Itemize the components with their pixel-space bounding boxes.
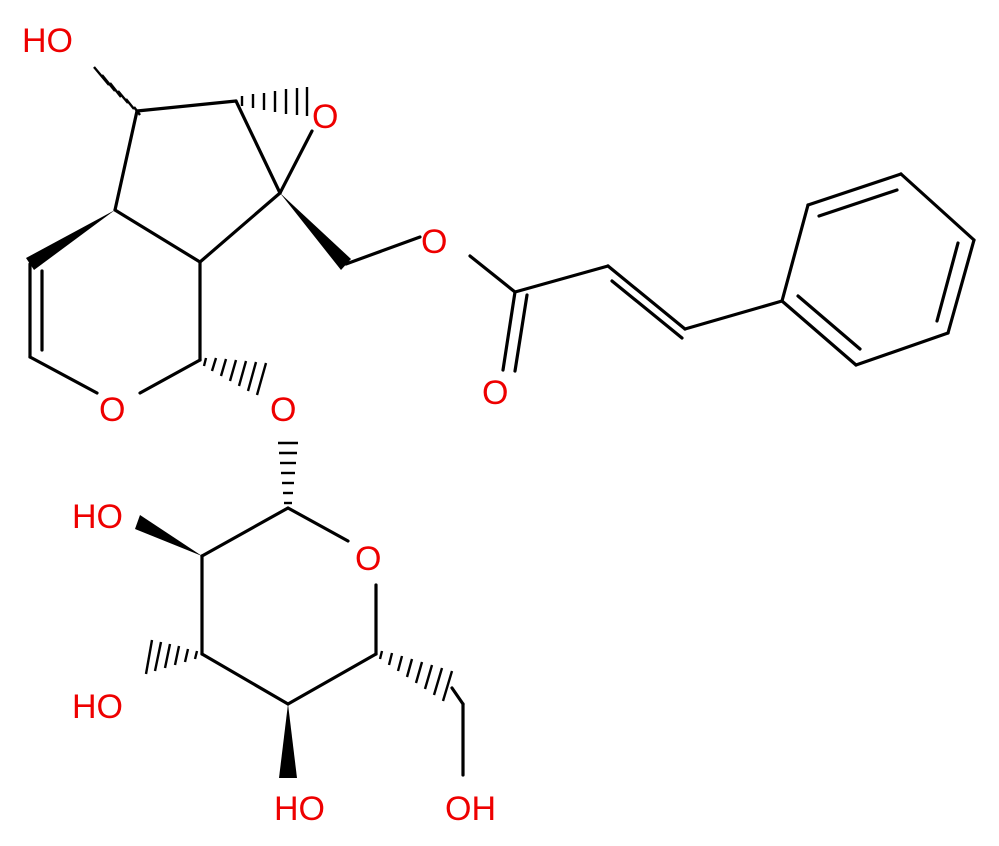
bond-c6-c7 <box>135 99 238 113</box>
bond-beta-phenyl <box>683 299 784 331</box>
label-o-ring-sugar: O <box>355 540 381 578</box>
label-o-glycosidic: O <box>270 391 296 429</box>
sugar-stereo <box>135 441 465 778</box>
wedge-c5-c4 <box>26 210 115 270</box>
hash-c7-o <box>240 87 309 116</box>
bond-c9-c5 <box>113 208 202 264</box>
label-o-ester: O <box>421 223 447 261</box>
bond-c4s-c3s <box>200 652 290 706</box>
bond-carbonyl-o-double <box>513 293 529 373</box>
wedge-c8-ch2 <box>280 193 351 270</box>
bond-c5s-c4s <box>286 652 378 706</box>
ester-bonds <box>344 235 784 373</box>
hash-c6-oh <box>93 66 141 116</box>
bond-c-alpha <box>513 264 610 294</box>
bond-c2s-c1s <box>200 506 290 558</box>
bond-c7-c8 <box>234 99 282 195</box>
bond-c5-c6 <box>113 109 139 212</box>
core-bonds <box>28 99 314 395</box>
label-o-epoxide: O <box>312 98 338 136</box>
hash-c1-o <box>202 357 268 396</box>
wedge-c4s-oh <box>279 704 297 778</box>
hash-c3s-oh <box>144 639 199 675</box>
bond-c8-c9 <box>198 191 282 264</box>
bond-alpha-beta <box>606 264 687 331</box>
bond-c8-o-epoxide <box>278 129 314 195</box>
bond-c1-o-ring <box>138 358 202 395</box>
label-oh-c4: HO <box>274 790 325 828</box>
hash-c1s-o <box>278 441 298 505</box>
label-oh-c6: OH <box>445 790 496 828</box>
bond-c1s-o-ring <box>286 506 350 543</box>
hash-c5s-ch2 <box>378 650 454 702</box>
wedge-c2s-oh <box>135 515 202 556</box>
core-stereo <box>26 66 351 396</box>
bond-o-ring-c3 <box>28 355 99 395</box>
label-o-carbonyl: O <box>482 374 508 412</box>
bond-alpha-beta-double <box>610 279 684 340</box>
sugar-bonds <box>200 506 465 777</box>
bond-ch2-o-ester <box>344 235 422 266</box>
label-oh-c2: HO <box>72 498 123 536</box>
label-oh-c3: HO <box>72 688 123 726</box>
bond-o-ester-c-carbonyl <box>468 254 517 294</box>
phenyl-ring <box>780 172 976 367</box>
label-oh-top: HO <box>22 22 73 60</box>
bond-carbonyl-o <box>501 290 517 372</box>
label-o-ring-pyran: O <box>99 391 125 429</box>
atom-labels: HO O O O O O O HO HO HO OH <box>22 22 508 828</box>
